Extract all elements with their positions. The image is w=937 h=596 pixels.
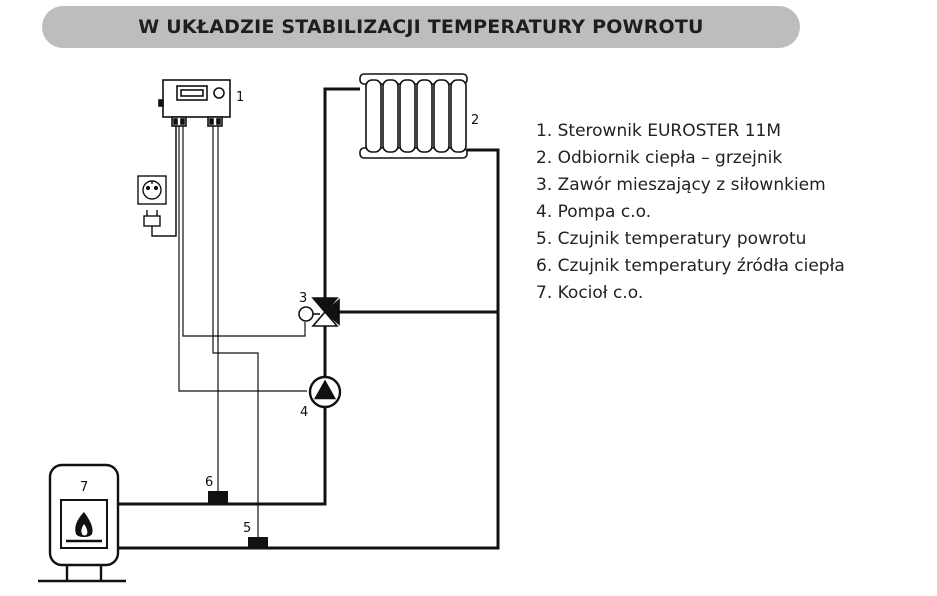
label-controller: 1 [236,90,244,105]
legend-item: 2. Odbiornik ciepła – grzejnik [536,148,783,168]
legend-item: 1. Sterownik EUROSTER 11M [536,121,782,141]
label-return-sensor: 5 [243,521,251,536]
legend-list: 1. Sterownik EUROSTER 11M 2. Odbiornik c… [536,118,845,307]
title-banner: W UKŁADZIE STABILIZACJI TEMPERATURY POWR… [42,6,800,48]
pump [308,375,342,409]
label-boiler: 7 [80,480,88,495]
legend-item: 5. Czujnik temperatury powrotu [536,229,807,249]
mixing-valve [298,297,340,327]
control-wires [175,126,307,540]
label-radiator: 2 [471,113,479,128]
legend-item: 7. Kocioł c.o. [536,283,644,303]
label-pump: 4 [300,405,308,420]
radiator [359,73,468,159]
label-valve: 3 [299,291,307,306]
diagram-title: W UKŁADZIE STABILIZACJI TEMPERATURY POWR… [138,16,704,38]
legend-item: 4. Pompa c.o. [536,202,652,222]
legend-item: 6. Czujnik temperatury źródła ciepła [536,256,845,276]
return-temperature-sensor [248,537,268,549]
label-source-sensor: 6 [205,475,213,490]
legend-item: 3. Zawór mieszający z siłownkiem [536,175,826,195]
power-socket [137,175,167,205]
flame-icon [75,512,93,537]
pipes [118,87,500,550]
controller [158,79,231,127]
source-temperature-sensor [208,491,228,503]
